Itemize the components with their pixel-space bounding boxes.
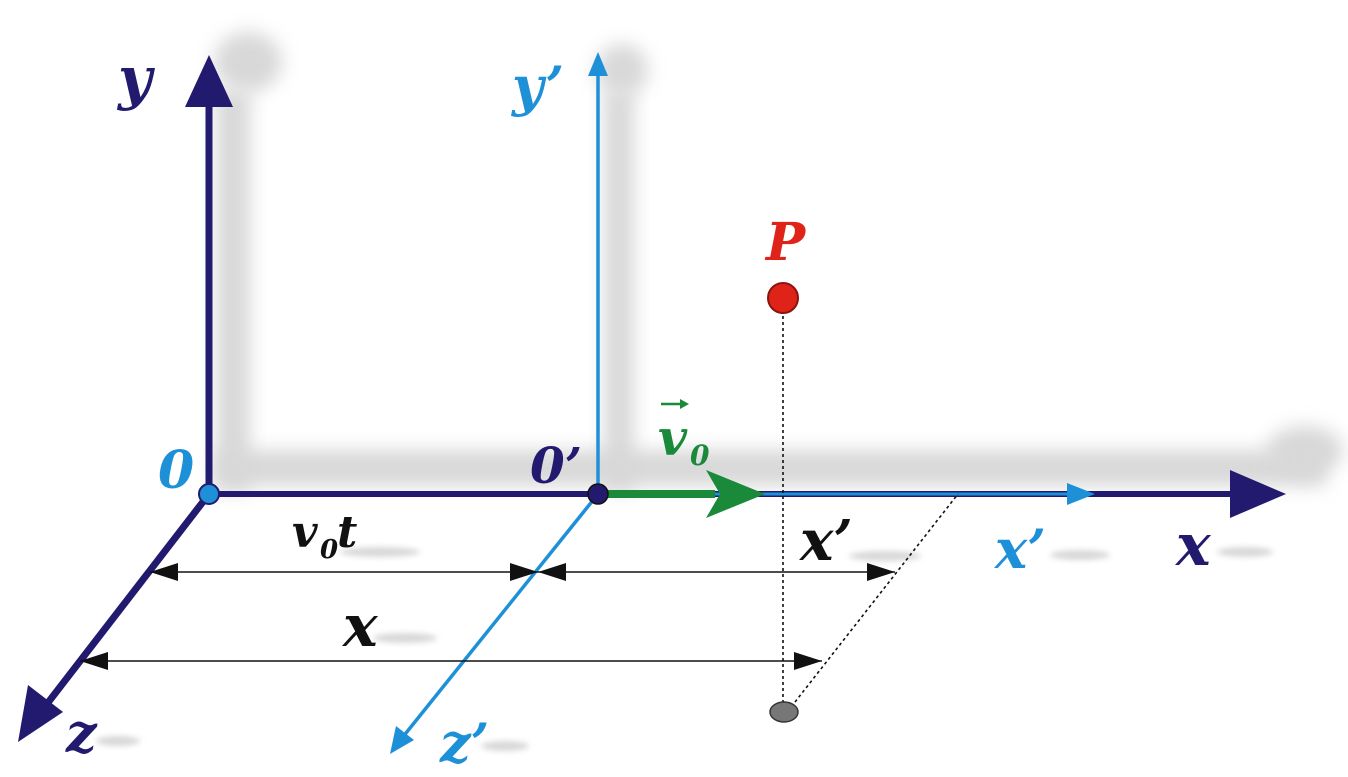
x-axis-shadow xyxy=(216,450,1326,486)
z-prime-axis-label: z’ xyxy=(439,711,489,775)
dim-x-left-arrow xyxy=(80,652,108,670)
z-axis-label: z xyxy=(65,701,98,765)
z-axis-arrowhead xyxy=(18,685,63,742)
primary-frame xyxy=(18,55,1286,742)
x-arrow-shadow xyxy=(1267,426,1343,474)
moving-frame xyxy=(390,52,1095,754)
z-prime-axis xyxy=(400,492,600,740)
velocity-vector xyxy=(598,470,765,518)
z-prime-axis-arrowhead xyxy=(390,726,414,754)
velocity-label-subscript: 0 xyxy=(690,439,710,472)
point-p-label: P xyxy=(764,212,807,273)
origin-point xyxy=(198,483,220,505)
y-axis-arrowhead xyxy=(185,55,233,107)
y-prime-axis-label: y’ xyxy=(511,54,564,118)
x-axis-arrowhead xyxy=(1230,470,1286,518)
point-p xyxy=(767,282,799,314)
vt-label-subscript: 0 xyxy=(320,535,338,565)
dim-vt-left-arrow xyxy=(150,563,178,581)
vt-label-t: t xyxy=(337,507,357,558)
y-prime-arrow-shadow xyxy=(596,44,648,96)
origin-label: 0 xyxy=(158,440,194,501)
velocity-label-v: v xyxy=(658,408,688,467)
z-prime-label-shadow xyxy=(481,741,529,751)
z-label-shadow xyxy=(96,736,140,746)
y-arrow-shadow xyxy=(214,32,282,92)
x-label-shadow xyxy=(1217,547,1273,557)
velocity-label: v 0 xyxy=(658,399,710,472)
x-axis-label: x xyxy=(1174,511,1212,579)
y-prime-axis-shadow xyxy=(604,90,634,490)
x-prime-axis-label: x’ xyxy=(994,517,1046,581)
x-prime-dim-label-shadow xyxy=(849,551,921,561)
vt-label-shadow xyxy=(340,547,420,557)
y-prime-axis-arrowhead xyxy=(588,52,608,76)
dim-x-right-arrow xyxy=(794,652,822,670)
dimension-lines xyxy=(80,563,895,670)
x-dimension-label: x xyxy=(341,592,379,660)
x-dim-label-shadow xyxy=(373,633,437,643)
z-axis xyxy=(37,491,212,716)
x-prime-axis-arrowhead xyxy=(1067,483,1095,505)
x-prime-label-shadow xyxy=(1050,550,1110,560)
y-axis-shadow xyxy=(216,90,250,490)
vt-label-v: v xyxy=(292,507,318,558)
dim-vt-right-arrow xyxy=(510,563,538,581)
y-axis-label: y xyxy=(116,44,156,112)
dim-x-prime-left-arrow xyxy=(538,563,566,581)
diagonal-projection-line xyxy=(794,493,959,703)
origin-prime-point xyxy=(587,483,609,505)
origin-prime-label: 0’ xyxy=(530,436,582,495)
velocity-arrow-head xyxy=(706,470,765,518)
projection-lines xyxy=(782,316,959,703)
vt-dimension-label: v 0 t xyxy=(292,507,357,565)
x-prime-dimension-label: x’ xyxy=(799,508,853,574)
dim-x-prime-right-arrow xyxy=(867,563,895,581)
drop-shadows xyxy=(96,32,1343,751)
point-p-projection xyxy=(769,701,799,723)
velocity-vector-arrow-head xyxy=(680,399,689,409)
